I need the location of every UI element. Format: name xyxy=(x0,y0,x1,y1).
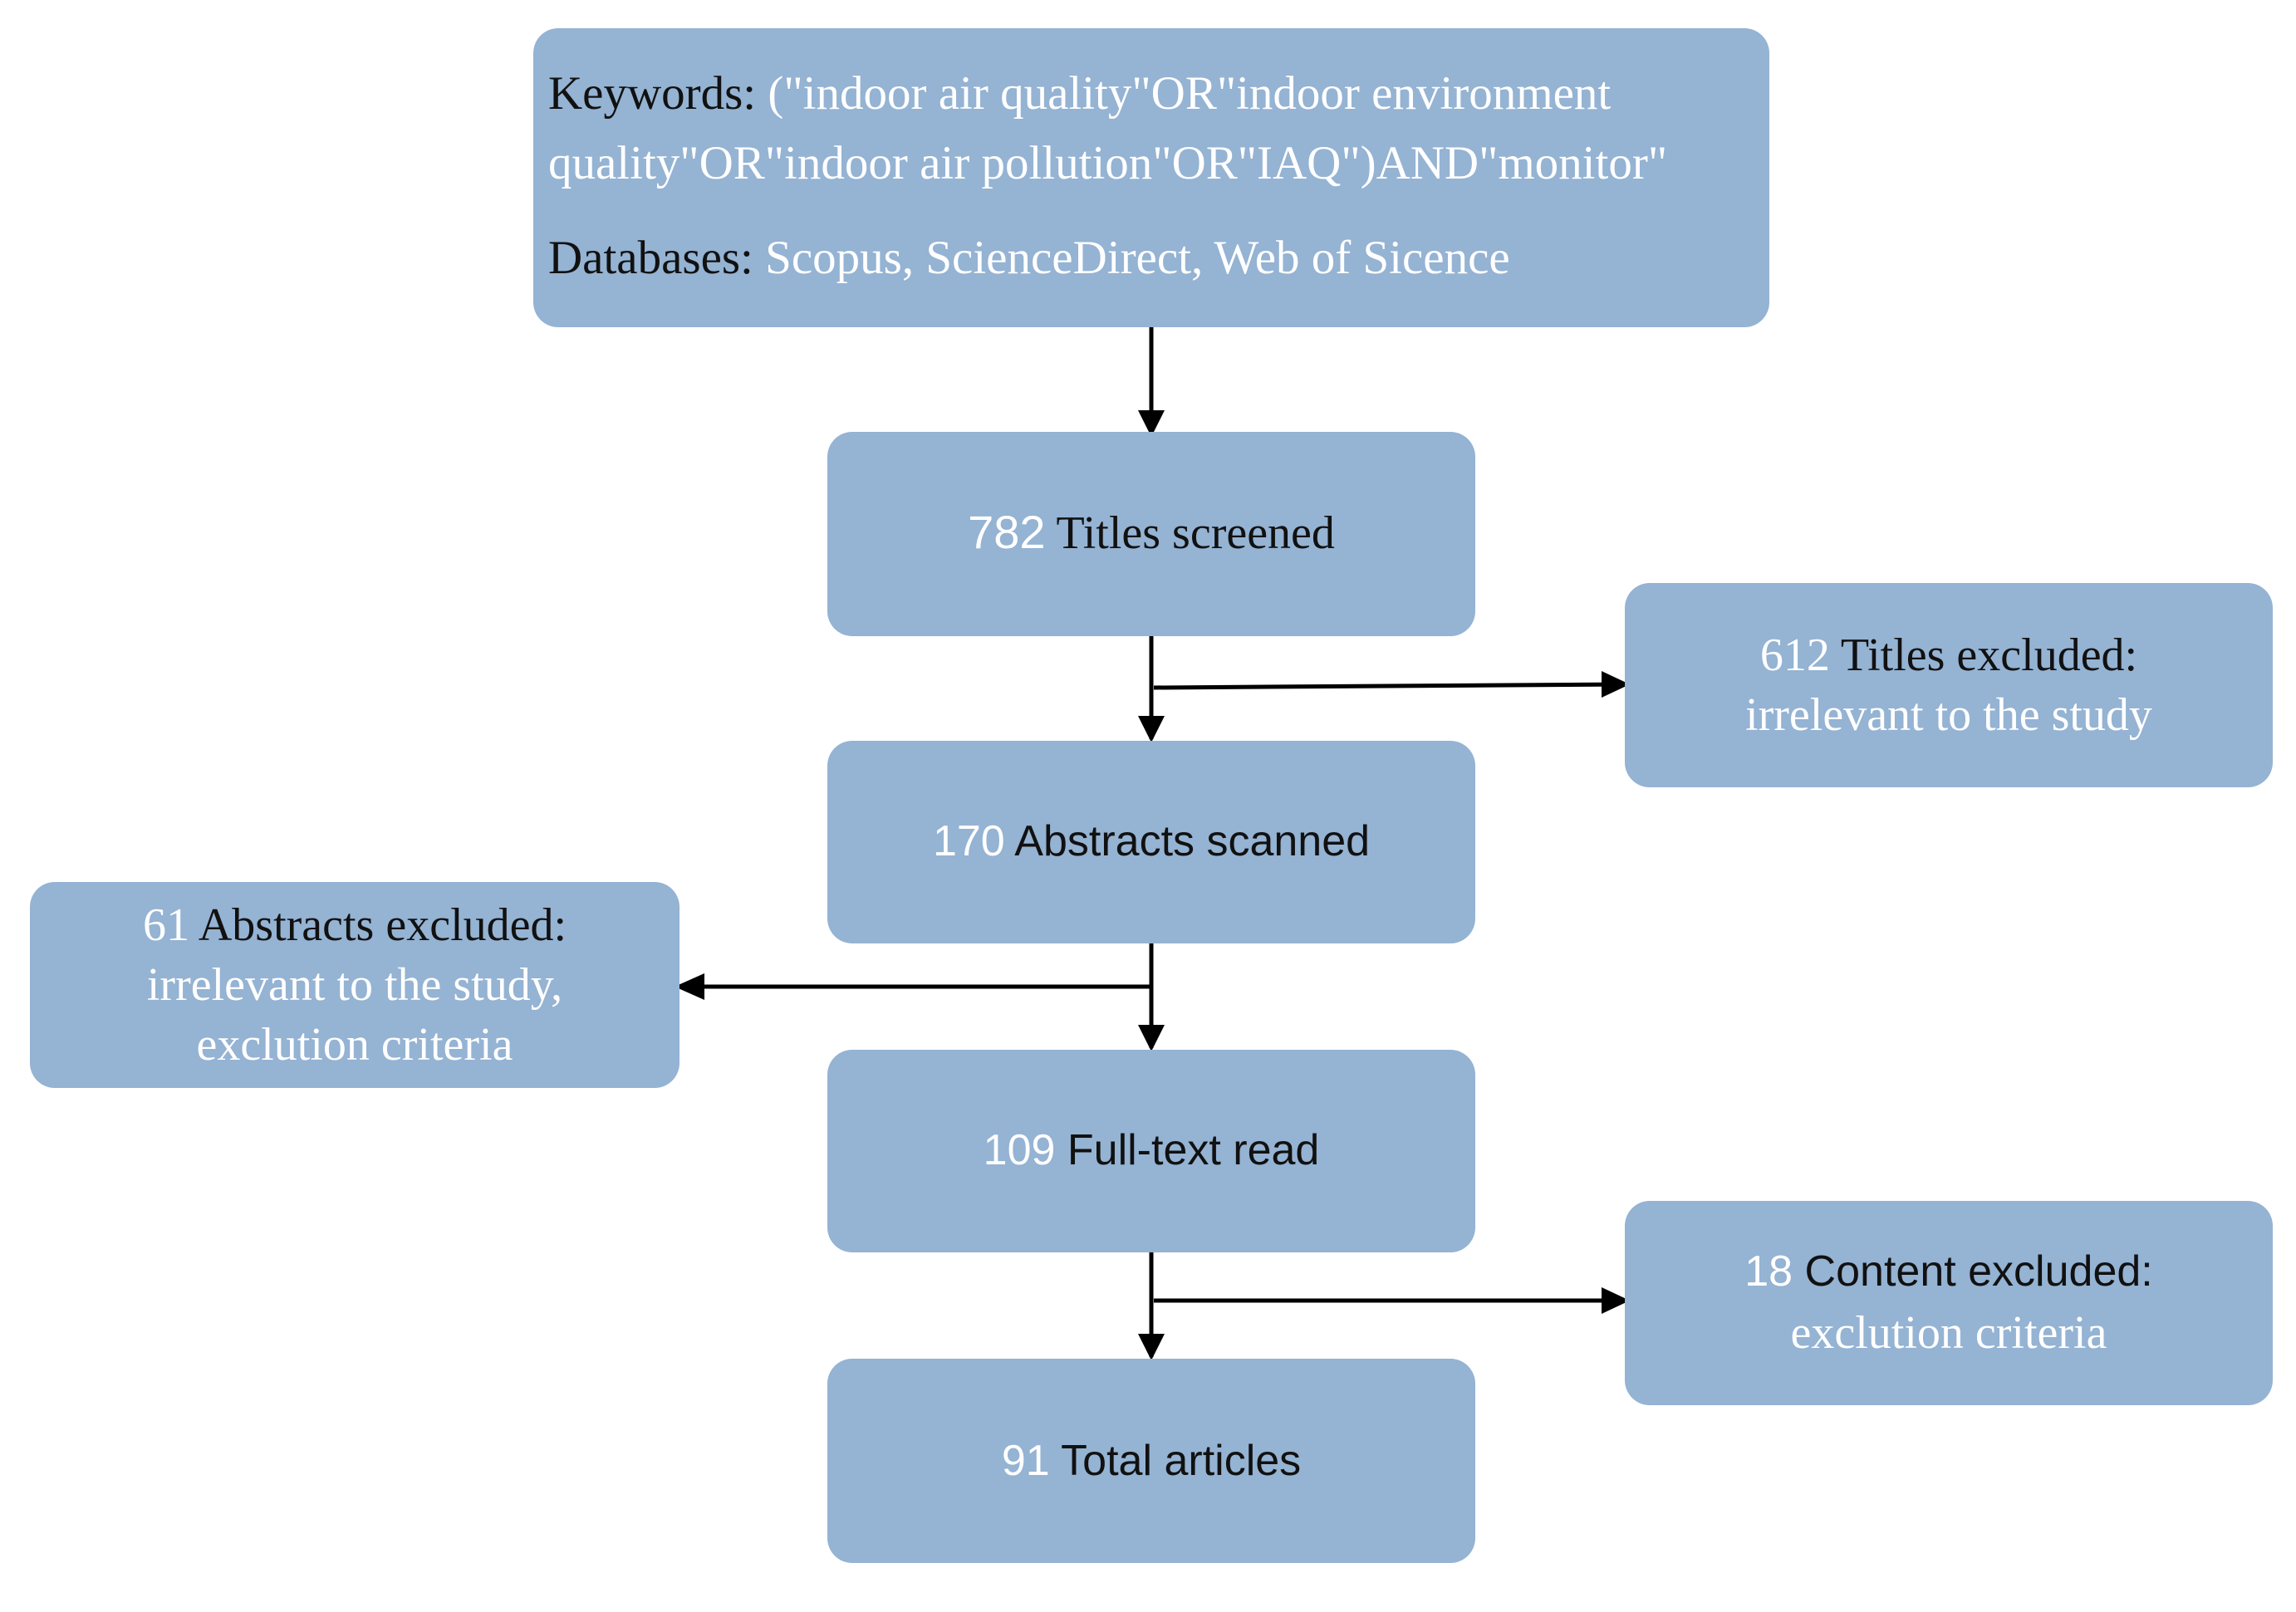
abstracts-excluded-line-1: 61 Abstracts excluded: xyxy=(30,895,679,955)
content-excluded-count: 18 xyxy=(1744,1247,1793,1296)
databases-value: Scopus, ScienceDirect, Web of Sicence xyxy=(753,232,1510,284)
abstracts-excluded-reason-2: exclution criteria xyxy=(196,1019,513,1071)
content-excluded-label: Content excluded: xyxy=(1793,1247,2153,1296)
abstracts-scanned-count: 170 xyxy=(932,817,1005,865)
abstracts-excluded-box: 61 Abstracts excluded: irrelevant to the… xyxy=(30,882,679,1088)
titles-excluded-count: 612 xyxy=(1759,630,1830,681)
abstracts-excluded-label: Abstracts excluded: xyxy=(189,899,567,951)
arrowhead-fulltext-total xyxy=(1138,1334,1165,1360)
content-excluded-reason: exclution criteria xyxy=(1790,1307,2107,1359)
arrowhead-content-excluded xyxy=(1602,1287,1630,1314)
abstracts-scanned-box: 170 Abstracts scanned xyxy=(827,741,1475,943)
arrowhead-titles-abstracts xyxy=(1138,716,1165,742)
titles-excluded-label: Titles excluded: xyxy=(1829,630,2138,681)
branch-titles-excluded xyxy=(1153,682,1627,690)
total-articles-text: 91 Total articles xyxy=(827,1432,1475,1491)
abstracts-scanned-label: Abstracts scanned xyxy=(1004,817,1371,865)
content-excluded-line-1: 18 Content excluded: xyxy=(1625,1242,2273,1301)
content-excluded-box: 18 Content excluded: exclution criteria xyxy=(1625,1201,2273,1405)
titles-screened-box: 782 Titles screened xyxy=(827,432,1475,636)
titles-excluded-reason: irrelevant to the study xyxy=(1745,689,2152,741)
total-articles-box: 91 Total articles xyxy=(827,1359,1475,1563)
titles-excluded-box: 612 Titles excluded: irrelevant to the s… xyxy=(1625,583,2273,787)
arrowhead-abstracts-fulltext xyxy=(1138,1025,1165,1051)
abstracts-excluded-count: 61 xyxy=(142,899,189,951)
keywords-line-1: Keywords: ("indoor air quality"OR"indoor… xyxy=(548,65,1611,123)
fulltext-read-text: 109 Full-text read xyxy=(827,1121,1475,1180)
keywords-value-1: ("indoor air quality"OR"indoor environme… xyxy=(756,67,1612,120)
fulltext-read-box: 109 Full-text read xyxy=(827,1050,1475,1252)
databases-line: Databases: Scopus, ScienceDirect, Web of… xyxy=(548,229,1510,287)
keywords-value-2: quality"OR"indoor air pollution"OR"IAQ")… xyxy=(548,137,1668,189)
fulltext-read-count: 109 xyxy=(983,1126,1056,1174)
titles-screened-count: 782 xyxy=(968,506,1046,558)
total-articles-label: Total articles xyxy=(1049,1437,1302,1485)
abstracts-excluded-reason-1: irrelevant to the study, xyxy=(146,959,563,1011)
arrowhead-abstracts-excluded xyxy=(675,973,704,1000)
fulltext-read-label: Full-text read xyxy=(1055,1126,1320,1174)
keywords-label: Keywords: xyxy=(548,67,757,120)
abstracts-scanned-text: 170 Abstracts scanned xyxy=(827,812,1475,871)
arrowhead-search-titles xyxy=(1138,410,1165,437)
titles-screened-text: 782 Titles screened xyxy=(827,503,1475,562)
total-articles-count: 91 xyxy=(1001,1437,1050,1485)
titles-screened-label: Titles screened xyxy=(1045,507,1335,559)
search-criteria-box: Keywords: ("indoor air quality"OR"indoor… xyxy=(533,28,1769,327)
titles-excluded-line-1: 612 Titles excluded: xyxy=(1625,626,2273,684)
databases-label: Databases: xyxy=(548,232,753,284)
arrowhead-titles-excluded xyxy=(1602,671,1630,698)
